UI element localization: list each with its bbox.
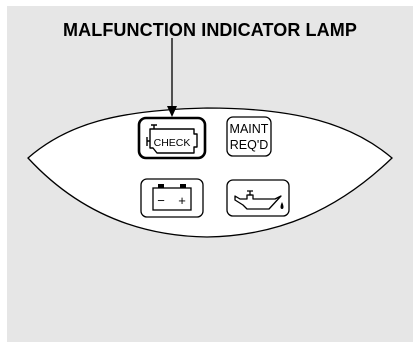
indicator-panel-illustration: CHECK MAINT REQ'D − +	[27, 38, 393, 238]
check-engine-label: CHECK	[154, 137, 191, 149]
battery-icon	[152, 184, 192, 211]
charging-system-lamp: − +	[140, 178, 204, 218]
oil-pressure-lamp	[226, 179, 290, 217]
reqd-label: REQ'D	[230, 138, 269, 152]
diagram-canvas: MALFUNCTION INDICATOR LAMP CHECK MAINT R…	[7, 6, 413, 342]
instrument-panel-outline	[27, 107, 393, 238]
check-engine-lamp: CHECK	[137, 116, 207, 160]
oil-can-icon	[234, 190, 284, 210]
engine-icon	[146, 124, 198, 154]
maint-reqd-lamp: MAINT REQ'D	[226, 116, 272, 157]
battery-plus-sign: +	[178, 193, 186, 208]
diagram-title: MALFUNCTION INDICATOR LAMP	[63, 20, 357, 40]
maint-label: MAINT	[230, 122, 269, 136]
pointer-arrowhead	[167, 106, 177, 117]
battery-minus-sign: −	[157, 193, 165, 208]
